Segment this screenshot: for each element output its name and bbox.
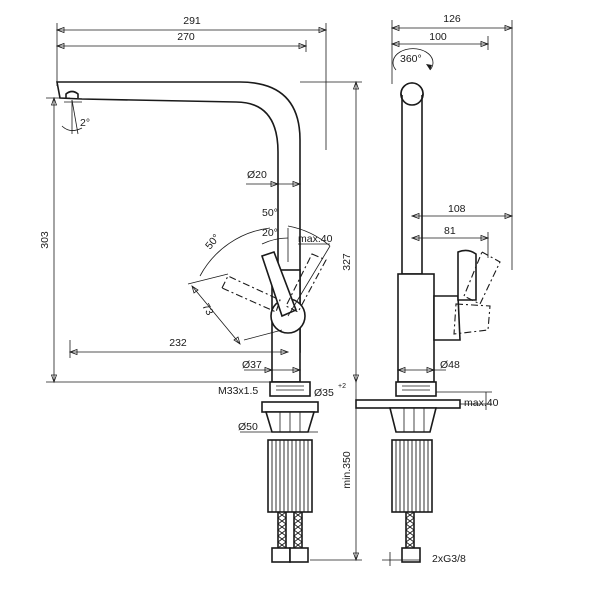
rotation-arc <box>392 48 434 71</box>
hose-braid <box>405 535 415 543</box>
hose-braid <box>405 523 415 531</box>
side-body-diameter-label: Ø48 <box>440 359 460 371</box>
thread-label: M33x1.5 <box>218 385 258 397</box>
spout-depth-label: 100 <box>429 31 447 43</box>
lever-angle-side-label: 50° <box>203 232 222 252</box>
hose-braid <box>277 523 287 531</box>
lever-side-position <box>221 275 281 313</box>
lever-open-position <box>285 253 327 313</box>
side-lever-open-position <box>463 251 501 305</box>
base-diameter-label: Ø35 <box>314 387 334 399</box>
hose-braid <box>405 541 415 549</box>
connector-right <box>289 547 309 563</box>
mounting-length-label: min.350 <box>341 451 353 489</box>
height-right-label: 327 <box>341 253 353 271</box>
hose-braid <box>277 529 287 537</box>
side-lever <box>433 295 461 341</box>
connector-left <box>271 547 291 563</box>
hose-braid <box>277 541 287 549</box>
overall-depth-label: 126 <box>443 13 461 25</box>
hose-braid <box>293 535 303 543</box>
side-view: 126 100 360° 108 81 <box>355 13 514 566</box>
hose-braid <box>277 517 287 525</box>
counter-thickness-label: max.40 <box>464 397 499 409</box>
lever-length-label: 73 <box>199 302 215 318</box>
lever-handle <box>260 250 298 318</box>
side-connector <box>401 547 421 563</box>
base-tolerance-label: +2 <box>338 383 346 390</box>
side-fixing-nut <box>388 407 438 433</box>
hose-braid <box>293 517 303 525</box>
rotation-label: 360° <box>400 53 422 65</box>
hose-braid <box>405 517 415 525</box>
lever-length-dimension <box>191 285 241 345</box>
aerator <box>65 90 79 98</box>
spout-reach-label: 270 <box>177 31 195 43</box>
hose-braid <box>293 529 303 537</box>
hose-braid <box>293 523 303 531</box>
connection-label: 2xG3/8 <box>432 553 466 565</box>
side-body <box>397 273 435 383</box>
hose-braid <box>277 511 287 519</box>
threaded-shank <box>267 439 313 513</box>
lever-angle-up-label: 50° <box>262 207 278 219</box>
lever-reach-label: 108 <box>448 203 466 215</box>
fixing-washer <box>261 401 319 413</box>
lever-height-label: 232 <box>169 337 187 349</box>
spout-tilt-label: 2° <box>80 117 90 129</box>
hose-braid <box>405 511 415 519</box>
side-threaded-base <box>395 381 437 397</box>
height-total-label: 303 <box>39 231 51 249</box>
hose-braid <box>293 541 303 549</box>
hose-braid <box>405 529 415 537</box>
threaded-base <box>269 381 311 397</box>
hose-braid <box>277 535 287 543</box>
body-diameter-label: Ø37 <box>242 359 262 371</box>
lever-offset-label: 81 <box>444 225 456 237</box>
spout-diameter-label: Ø20 <box>247 169 267 181</box>
overall-width-label: 291 <box>183 15 201 27</box>
hose-braid <box>293 511 303 519</box>
lever-angle-rest-label: 20° <box>262 227 278 239</box>
lever-travel-label: max.40 <box>298 233 333 245</box>
washer-diameter-label: Ø50 <box>238 421 258 433</box>
side-spout-tube <box>401 93 423 275</box>
counter-washer <box>355 399 461 409</box>
front-view: 291 270 2° 303 327 Ø20 <box>39 15 362 563</box>
